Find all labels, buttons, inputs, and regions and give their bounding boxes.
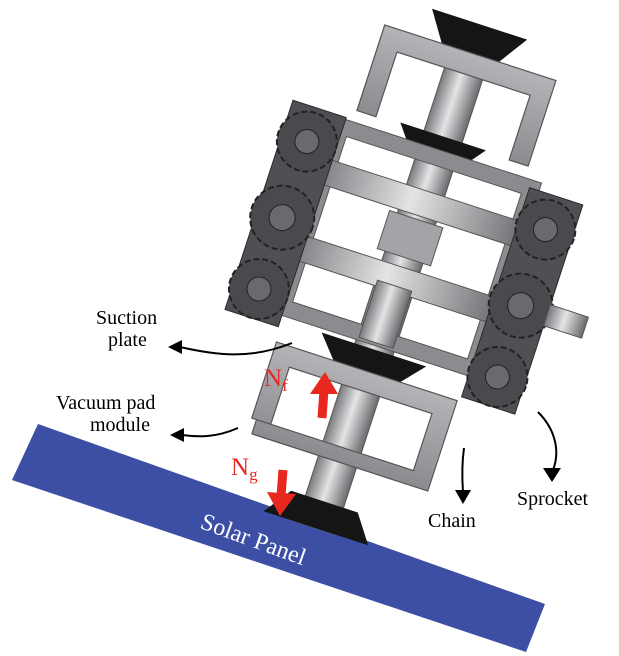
vacuum-pad-arrowhead bbox=[170, 428, 184, 442]
force-nf-label: Nf bbox=[264, 366, 288, 399]
right-sprocket-assembly bbox=[460, 186, 590, 415]
suction-plate-arrowhead bbox=[168, 340, 182, 354]
vacuum-pad-label: Vacuum pad module bbox=[56, 392, 155, 436]
robot-body bbox=[224, 8, 590, 546]
vacuum-pad-label-line2: module bbox=[90, 414, 150, 436]
suction-plate-pointer bbox=[179, 342, 293, 356]
vacuum-pad-pointer bbox=[181, 427, 239, 438]
force-nf-subscript: f bbox=[282, 376, 288, 395]
suction-plate-label-line1: Suction bbox=[96, 307, 158, 329]
bottom-suction-cup bbox=[263, 490, 369, 546]
chain-arrowhead bbox=[455, 490, 471, 504]
force-ng-label: Ng bbox=[231, 455, 258, 488]
force-ng-arrow bbox=[267, 469, 296, 516]
upper-suction-cup bbox=[400, 122, 486, 166]
suction-plate-label: Suction plate bbox=[96, 307, 157, 351]
top-bracket bbox=[356, 24, 557, 167]
chain-pointer bbox=[461, 447, 465, 493]
chain-label: Chain bbox=[428, 510, 476, 532]
vacuum-pad-bracket bbox=[250, 341, 458, 492]
force-ng-subscript: g bbox=[249, 465, 258, 484]
sprocket-arrowhead bbox=[543, 468, 561, 482]
actuator-block bbox=[376, 209, 444, 267]
sprocket-pointer bbox=[537, 411, 558, 471]
force-nf-arrow bbox=[310, 372, 338, 419]
force-nf-symbol: N bbox=[264, 365, 283, 392]
force-ng-symbol: N bbox=[231, 454, 250, 481]
suction-plate-label-line2: plate bbox=[108, 329, 147, 351]
suction-plate bbox=[321, 332, 427, 383]
solar-panel bbox=[12, 424, 545, 652]
sprocket-label: Sprocket bbox=[517, 488, 589, 510]
vacuum-pad-label-line1: Vacuum pad bbox=[56, 392, 156, 414]
top-suction-cup bbox=[432, 8, 528, 62]
left-sprocket-assembly bbox=[224, 99, 347, 328]
